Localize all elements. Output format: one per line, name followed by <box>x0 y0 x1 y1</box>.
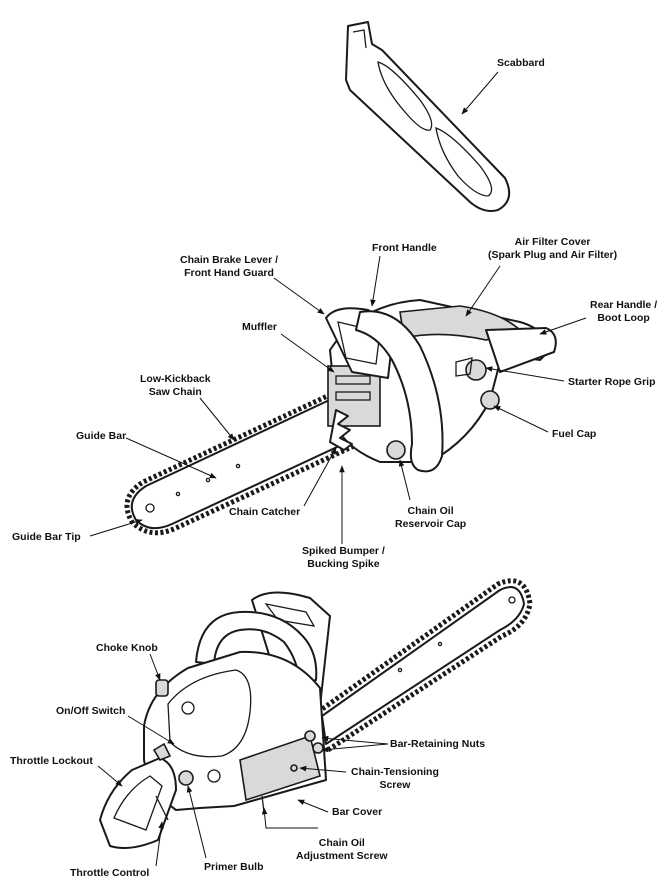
label-chain-oil-reservoir-cap: Chain Oil Reservoir Cap <box>395 505 467 530</box>
label-starter-rope-grip: Starter Rope Grip <box>568 376 656 388</box>
label-on-off-switch: On/Off Switch <box>56 705 126 717</box>
label-guide-bar-tip: Guide Bar Tip <box>12 531 81 543</box>
label-fuel-cap: Fuel Cap <box>552 428 597 440</box>
label-throttle-control: Throttle Control <box>70 867 150 879</box>
label-scabbard: Scabbard <box>497 57 545 69</box>
label-low-kickback-saw-chain: Low-Kickback Saw Chain <box>140 373 211 398</box>
label-rear-handle: Rear Handle / Boot Loop <box>590 299 658 324</box>
label-spiked-bumper: Spiked Bumper / Bucking Spike <box>302 545 385 570</box>
leader-lines <box>89 71 587 867</box>
label-chain-oil-adjustment-screw: Chain Oil Adjustment Screw <box>296 837 388 862</box>
label-bar-cover: Bar Cover <box>332 806 383 818</box>
label-chain-brake-lever: Chain Brake Lever / Front Hand Guard <box>180 254 279 279</box>
label-primer-bulb: Primer Bulb <box>204 861 264 873</box>
label-muffler: Muffler <box>242 321 277 333</box>
label-chain-tensioning-screw: Chain-Tensioning Screw <box>351 766 439 791</box>
label-chain-catcher: Chain Catcher <box>229 506 301 518</box>
chainsaw-side-view-illustration <box>124 299 557 536</box>
scabbard-illustration <box>345 21 511 212</box>
chainsaw-perspective-view-illustration <box>99 578 533 849</box>
label-choke-knob: Choke Knob <box>96 642 158 654</box>
label-guide-bar: Guide Bar <box>76 430 127 442</box>
label-throttle-lockout: Throttle Lockout <box>10 755 93 767</box>
label-bar-retaining-nuts: Bar-Retaining Nuts <box>390 738 486 750</box>
label-air-filter-cover: Air Filter Cover (Spark Plug and Air Fil… <box>488 236 618 261</box>
label-front-handle: Front Handle <box>372 242 437 254</box>
